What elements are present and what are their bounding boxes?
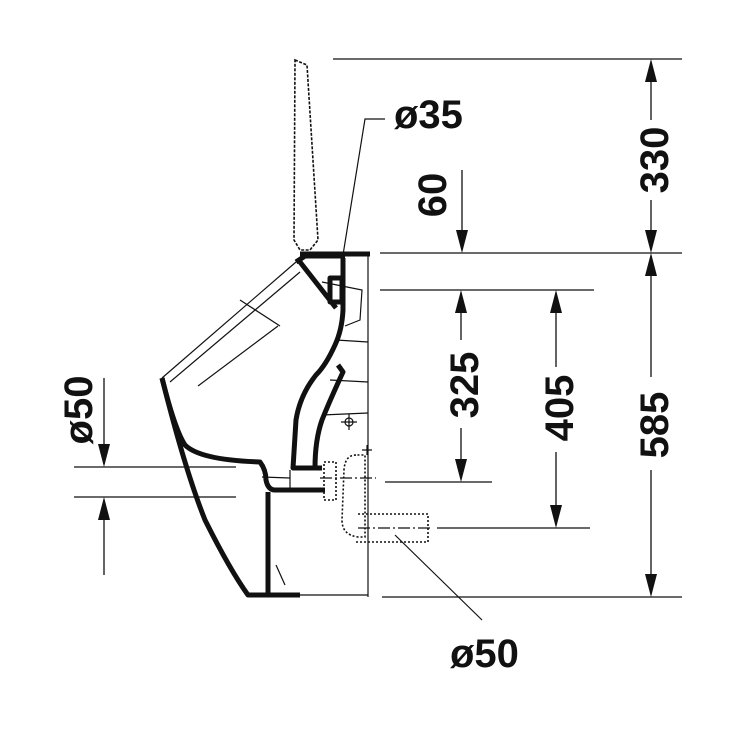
dim-60-label: 60 xyxy=(411,173,455,218)
dimension-outlet-o50: ø50 xyxy=(394,534,519,676)
urinal-body xyxy=(159,251,370,598)
dimension-left-o50: ø50 xyxy=(57,376,110,575)
dimension-o35: ø35 xyxy=(342,93,463,256)
dim-outlet-o50-label: ø50 xyxy=(450,632,519,676)
dim-325-label: 325 xyxy=(443,352,487,419)
siphon-outlet-dashed xyxy=(320,445,430,543)
dimension-325: 325 xyxy=(443,290,487,482)
dim-o35-label: ø35 xyxy=(394,93,463,137)
dim-left-o50-label: ø50 xyxy=(57,376,101,445)
dimension-405: 405 xyxy=(538,290,582,528)
dim-330-label: 330 xyxy=(633,127,677,194)
dim-405-label: 405 xyxy=(538,375,582,442)
dim-585-label: 585 xyxy=(633,392,677,459)
dimension-585: 585 xyxy=(633,253,677,597)
reference-lines xyxy=(74,58,682,598)
dimension-330: 330 xyxy=(633,59,677,253)
lid-outline xyxy=(293,58,319,251)
dimension-60: 60 xyxy=(411,170,468,253)
